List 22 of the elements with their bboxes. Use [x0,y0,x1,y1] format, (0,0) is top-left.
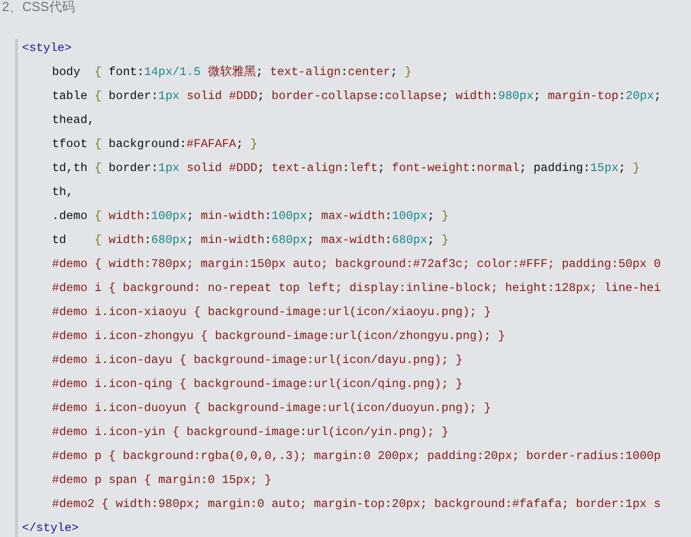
code-line: #demo i.icon-xiaoyu { background-image:url(icon/xiaoyu.png); } [52,304,491,320]
code-line: td { width:680px; min-width:680px; max-width:680px; } [52,232,449,248]
code-line: #demo i.icon-duoyun { background-image:url(icon/duoyun.png); } [52,400,491,416]
code-line: #demo i.icon-yin { background-image:url(icon/yin.png); } [52,424,448,440]
code-line: .demo { width:100px; min-width:100px; max-width:100px; } [52,208,449,224]
code-line: th, [52,184,74,200]
code-line: td,th { border:1px solid #DDD; text-align:left; font-weight:normal; padding:15px; } [52,160,640,176]
code-line: #demo2 { width:980px; margin:0 auto; margin-top:20px; background:#fafafa; border:1px s [52,496,661,512]
section-heading: 2、CSS代码 [2,0,75,16]
code-line: body { font:14px/1.5 微软雅黑; text-align:center; } [52,64,412,80]
code-line: #demo p span { margin:0 15px; } [52,472,272,488]
code-line: </style> [22,520,79,536]
code-line: <style> [22,40,72,56]
code-line: #demo i.icon-dayu { background-image:url(icon/dayu.png); } [52,352,463,368]
code-line: #demo i.icon-zhongyu { background-image:url(icon/zhongyu.png); } [52,328,506,344]
code-line: #demo i.icon-qing { background-image:url(icon/qing.png); } [52,376,463,392]
code-line: thead, [52,112,94,128]
code-line: #demo { width:780px; margin:150px auto; background:#72af3c; color:#FFF; padding:50px 0 [52,256,661,272]
code-line: #demo p { background:rgba(0,0,0,.3); margin:0 200px; padding:20px; border-radius:1000p [52,448,661,464]
code-line: #demo i { background: no-repeat top left; display:inline-block; height:128px; line-hei [52,280,661,296]
code-line: table { border:1px solid #DDD; border-collapse:collapse; width:980px; margin-top:20px; [52,88,662,104]
code-line: tfoot { background:#FAFAFA; } [52,136,258,152]
